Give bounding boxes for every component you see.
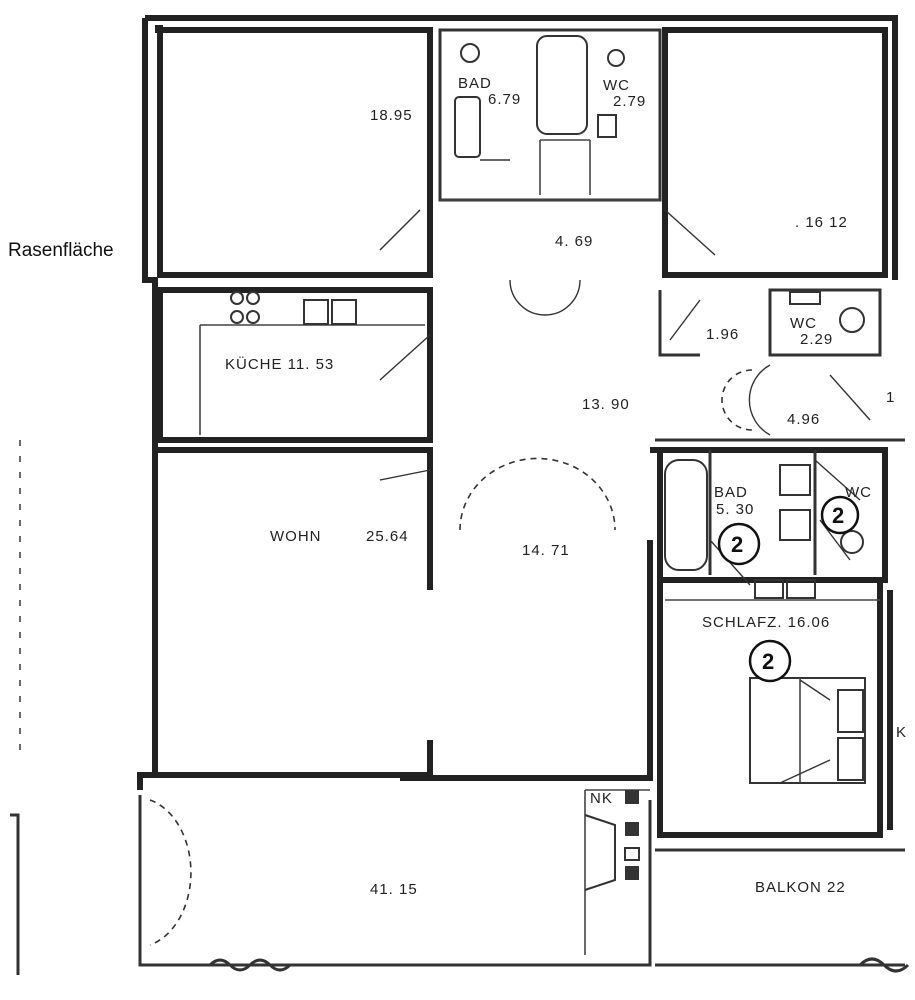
sink-right-wc: [789, 291, 821, 305]
sink-right: [331, 299, 357, 325]
bad-right-area: 5. 30: [716, 501, 754, 518]
nk-box-2: [625, 822, 639, 836]
bed: [749, 677, 866, 784]
bathtub-top: [536, 35, 588, 135]
badge-wc-text: 2: [832, 503, 844, 528]
terrace-area: 41. 15: [370, 881, 418, 898]
stove-ring-4: [246, 310, 260, 324]
toilet-right: [839, 307, 865, 333]
stove-ring-3: [230, 310, 244, 324]
basin-right-2: [779, 509, 811, 541]
wc-top-name: WC: [603, 77, 630, 94]
nk-box-4: [625, 866, 639, 880]
bad-right-name: BAD: [714, 484, 748, 501]
wc-right2-name: WC: [845, 484, 872, 501]
room-top-left-area: 18.95: [370, 107, 413, 124]
pillow-1: [837, 689, 864, 733]
wardrobe-1: [754, 579, 784, 599]
toilet-top: [460, 43, 480, 63]
ground-texture: [19, 440, 910, 973]
hall-top-area: 4. 69: [555, 233, 593, 250]
sink-left: [303, 299, 329, 325]
bathtub-right: [664, 459, 708, 571]
essen-area: 14. 71: [522, 542, 570, 559]
pillow-2: [837, 737, 864, 781]
toilet-right-2: [840, 530, 864, 554]
badge-bad: 2: [717, 522, 761, 566]
wardrobe-2: [786, 579, 816, 599]
kueche-label: KÜCHE 11. 53: [225, 355, 334, 373]
stair: [584, 814, 616, 891]
schlafz-label: SCHLAFZ. 16.06: [702, 614, 830, 631]
hall-mid-small-area: 1.96: [706, 326, 739, 343]
wc-top-area: 2.79: [613, 93, 646, 110]
stove-ring-2: [246, 291, 260, 305]
hall-right-edge: 1: [886, 389, 895, 406]
badge-wc: 2: [820, 495, 860, 535]
outer-walls: [10, 15, 905, 975]
toilet-wc-top: [607, 49, 625, 67]
outside-label: Rasenfläche: [8, 240, 114, 261]
bad-top-name: BAD: [458, 75, 492, 92]
badge-schlafz: 2: [748, 639, 792, 683]
room-top-right-area: . 16 12: [795, 214, 848, 231]
wc-right-name: WC: [790, 315, 817, 332]
hall-center-area: 13. 90: [582, 396, 630, 413]
wohn-label: WOHN: [270, 528, 322, 545]
bad-top-area: 6.79: [488, 91, 521, 108]
basin-top: [454, 96, 481, 158]
badge-schlafz-text: 2: [762, 649, 774, 674]
nk-label: NK: [590, 790, 613, 807]
nk-box-3: [624, 847, 640, 861]
wohn-area: 25.64: [366, 528, 409, 545]
badge-bad-text: 2: [731, 532, 743, 557]
sink-wc-top: [597, 114, 617, 138]
edge-k-label: K: [896, 724, 907, 741]
balkon-label: BALKON 22: [755, 879, 846, 896]
basin-right-1: [779, 464, 811, 496]
wc-right-area: 2.29: [800, 331, 833, 348]
stove-ring-1: [230, 291, 244, 305]
nk-box-1: [625, 790, 639, 804]
hall-right-area: 4.96: [787, 411, 820, 428]
fixtures: [230, 35, 866, 891]
